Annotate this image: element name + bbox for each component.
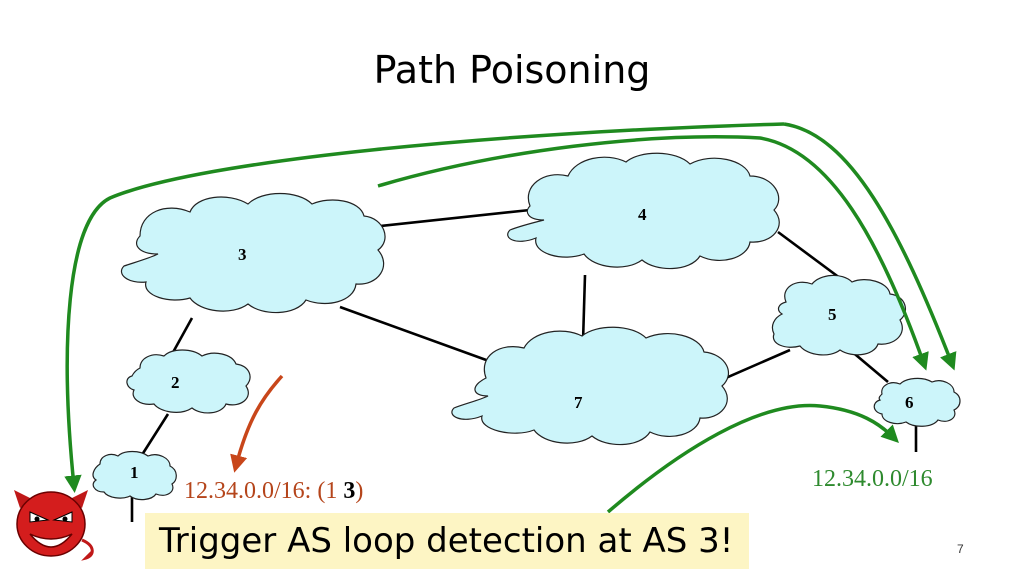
green-arrow-to-devil	[64, 122, 785, 493]
red-poison-arrow	[230, 374, 284, 473]
page-number: 7	[957, 542, 964, 556]
poisoned-route-prefix: 12.34.0.0/16: (1	[184, 478, 344, 504]
poisoned-route-label: 12.34.0.0/16: (1 3)	[184, 478, 363, 505]
as-label-4: 4	[638, 205, 647, 224]
link-4-7	[581, 274, 587, 343]
cloud-as-6: 6	[873, 377, 961, 427]
as-label-2: 2	[171, 373, 180, 392]
cloud-as-4: 4	[507, 152, 780, 270]
as-label-1: 1	[130, 463, 139, 482]
green-arrow-inner	[377, 135, 929, 371]
devil-icon	[14, 490, 94, 561]
cloud-as-2: 2	[126, 349, 251, 414]
green-arrow-to-as6	[606, 403, 899, 514]
as-label-3: 3	[238, 245, 247, 264]
announcement-arrows	[64, 122, 957, 514]
page-title: Path Poisoning	[373, 48, 651, 92]
cloud-as-3: 3	[120, 193, 386, 314]
cloud-as-7: 7	[451, 326, 729, 446]
poisoned-route-suffix: )	[355, 478, 364, 504]
as-label-5: 5	[828, 305, 837, 324]
origin-prefix-label: 12.34.0.0/16	[812, 466, 933, 492]
link-3-4	[379, 208, 531, 228]
link-3-7	[339, 305, 501, 367]
green-arrow-outer	[783, 122, 957, 371]
callout-box: Trigger AS loop detection at AS 3!	[145, 513, 749, 569]
as-label-7: 7	[574, 393, 583, 412]
link-1-2	[138, 413, 170, 459]
as-label-6: 6	[905, 393, 914, 412]
cloud-as-1: 1	[92, 450, 177, 501]
poisoned-as-number: 3	[343, 478, 356, 504]
cloud-as-5: 5	[771, 274, 907, 356]
